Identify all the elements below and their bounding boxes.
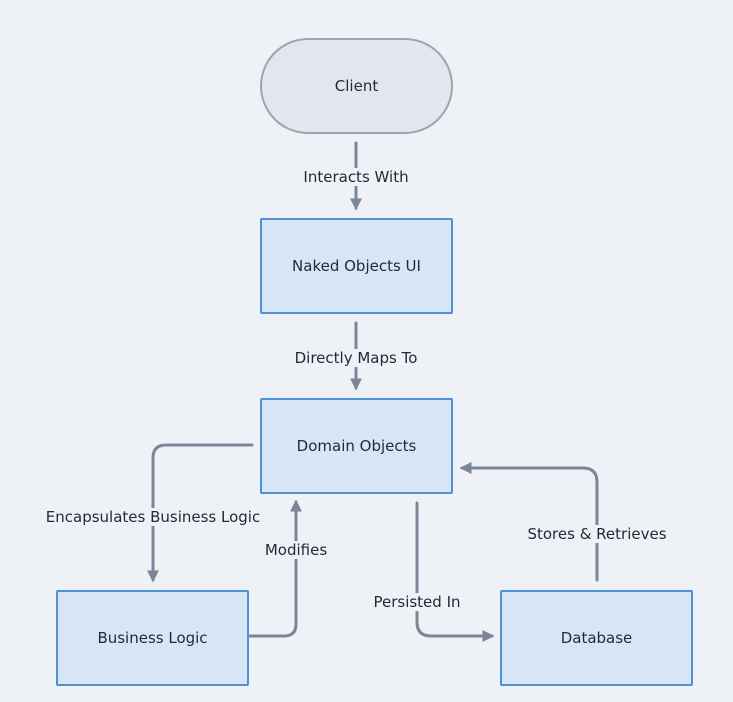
edge-encapsulates (147, 443, 254, 583)
domain-objects-label: Domain Objects (296, 437, 417, 455)
edge-stores-retrieves (459, 462, 599, 582)
edge-label-encapsulates: Encapsulates Business Logic (43, 508, 263, 526)
database-label: Database (560, 629, 633, 647)
database-node[interactable]: Database (500, 590, 693, 686)
domain-objects-node[interactable]: Domain Objects (260, 398, 453, 494)
edge-label-interacts-with: Interacts With (301, 168, 411, 186)
edge-label-directly-maps-to: Directly Maps To (292, 349, 420, 367)
business-logic-node[interactable]: Business Logic (56, 590, 249, 686)
client-node[interactable]: Client (260, 38, 453, 134)
edge-label-modifies: Modifies (262, 541, 330, 559)
edge-label-persisted-in: Persisted In (371, 593, 463, 611)
naked-objects-ui-label: Naked Objects UI (292, 257, 421, 275)
edge-label-stores-retrieves: Stores & Retrieves (525, 525, 669, 543)
edge-persisted-in (415, 501, 495, 642)
business-logic-label: Business Logic (97, 629, 208, 647)
edge-modifies (248, 499, 302, 638)
naked-objects-ui-node[interactable]: Naked Objects UI (260, 218, 453, 314)
client-label: Client (334, 77, 379, 95)
